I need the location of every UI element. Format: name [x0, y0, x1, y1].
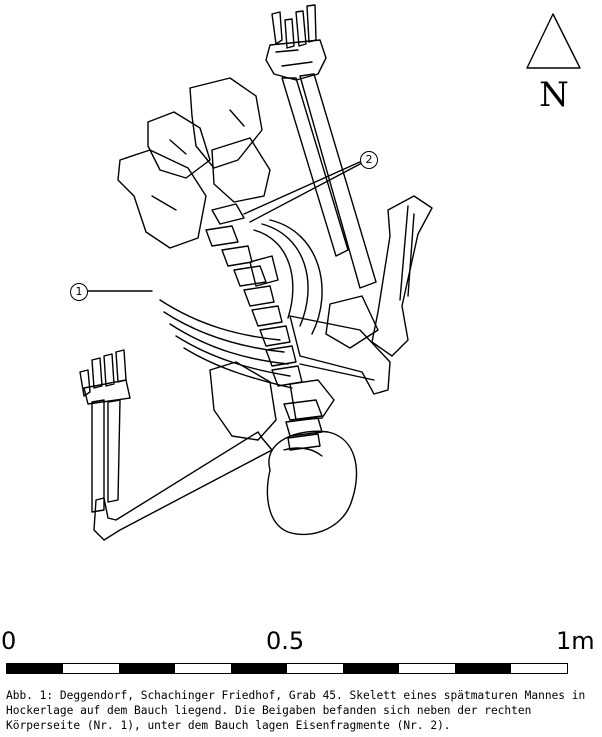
skull	[266, 430, 358, 536]
scale-segment	[231, 664, 287, 673]
right-arm-bones	[289, 315, 391, 395]
ribcage	[159, 219, 323, 389]
cervical-vertebrae	[283, 399, 323, 451]
figure-caption: Abb. 1: Deggendorf, Schachinger Friedhof…	[6, 689, 586, 732]
upper-foot-bones	[265, 4, 327, 81]
left-arm-bones	[91, 399, 273, 541]
marker-1: 1	[70, 283, 88, 301]
leg-bones	[281, 73, 433, 357]
left-hand-bones	[79, 349, 131, 405]
scale-segment	[7, 664, 63, 673]
north-label: N	[539, 75, 569, 115]
scale-bar	[6, 663, 568, 674]
north-arrow-icon	[526, 13, 581, 69]
leader-line-2	[243, 160, 363, 223]
scale-segment	[455, 664, 511, 673]
scale-label-1m: 1m	[556, 627, 595, 655]
scale-segment	[511, 664, 567, 673]
scale-segment	[399, 664, 455, 673]
skeleton-drawing	[79, 4, 581, 541]
marker-2: 2	[360, 151, 378, 169]
scale-label-0-5: 0.5	[266, 627, 305, 655]
scale-label-0: 0	[1, 627, 17, 655]
shoulder-bones	[209, 361, 335, 441]
scale-segment	[63, 664, 119, 673]
scale-segment	[343, 664, 399, 673]
pelvis-bones	[117, 77, 271, 249]
scale-segment	[175, 664, 231, 673]
scale-segment	[287, 664, 343, 673]
scale-segment	[119, 664, 175, 673]
